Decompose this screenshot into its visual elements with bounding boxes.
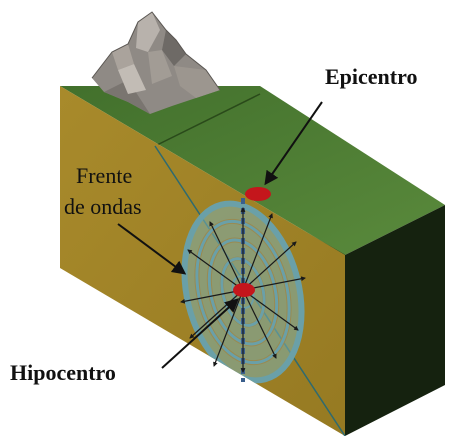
wavefront-pointer-arrow <box>117 223 187 275</box>
hypocenter-pointer-arrow <box>161 298 240 369</box>
wavefront-label-line1: Frente <box>76 163 132 188</box>
epicenter-label: Epicentro <box>325 64 417 89</box>
epicenter-dot-icon <box>245 187 271 201</box>
mountain-icon <box>91 11 221 114</box>
hypocenter-label: Hipocentro <box>10 360 116 385</box>
right-face <box>345 205 445 436</box>
wavefront-label-line2: de ondas <box>64 194 142 219</box>
hypocenter-dot-icon <box>233 283 255 297</box>
epicenter-pointer-arrow <box>264 101 323 186</box>
radial-arrows <box>180 207 306 373</box>
fault-trace-top <box>154 93 261 147</box>
top-surface <box>60 86 445 255</box>
